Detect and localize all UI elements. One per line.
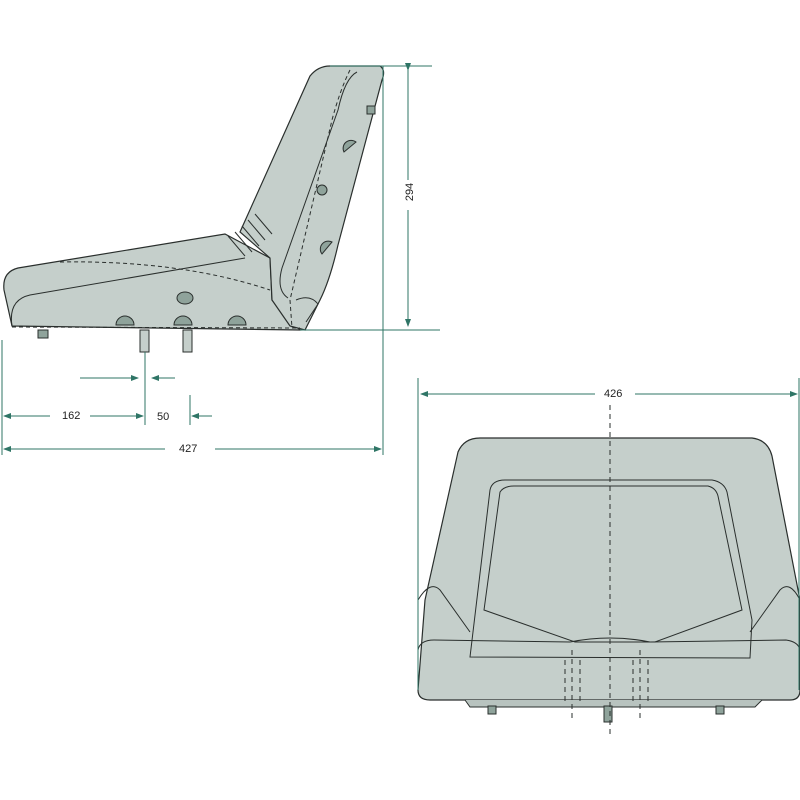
height-dimension-label: 294 [404,179,417,205]
front-dimension-lines [417,378,800,690]
front-to-bolt-dimension-label: 162 [59,410,84,422]
side-view [3,65,385,353]
seat-cushion [3,233,302,331]
front-view [417,405,800,735]
width-dimension-label: 426 [601,388,626,400]
bolt-spacing-dimension-label: 50 [154,411,173,423]
side-dimension-lines [1,63,440,455]
total-length-dimension-label: 427 [176,443,201,455]
